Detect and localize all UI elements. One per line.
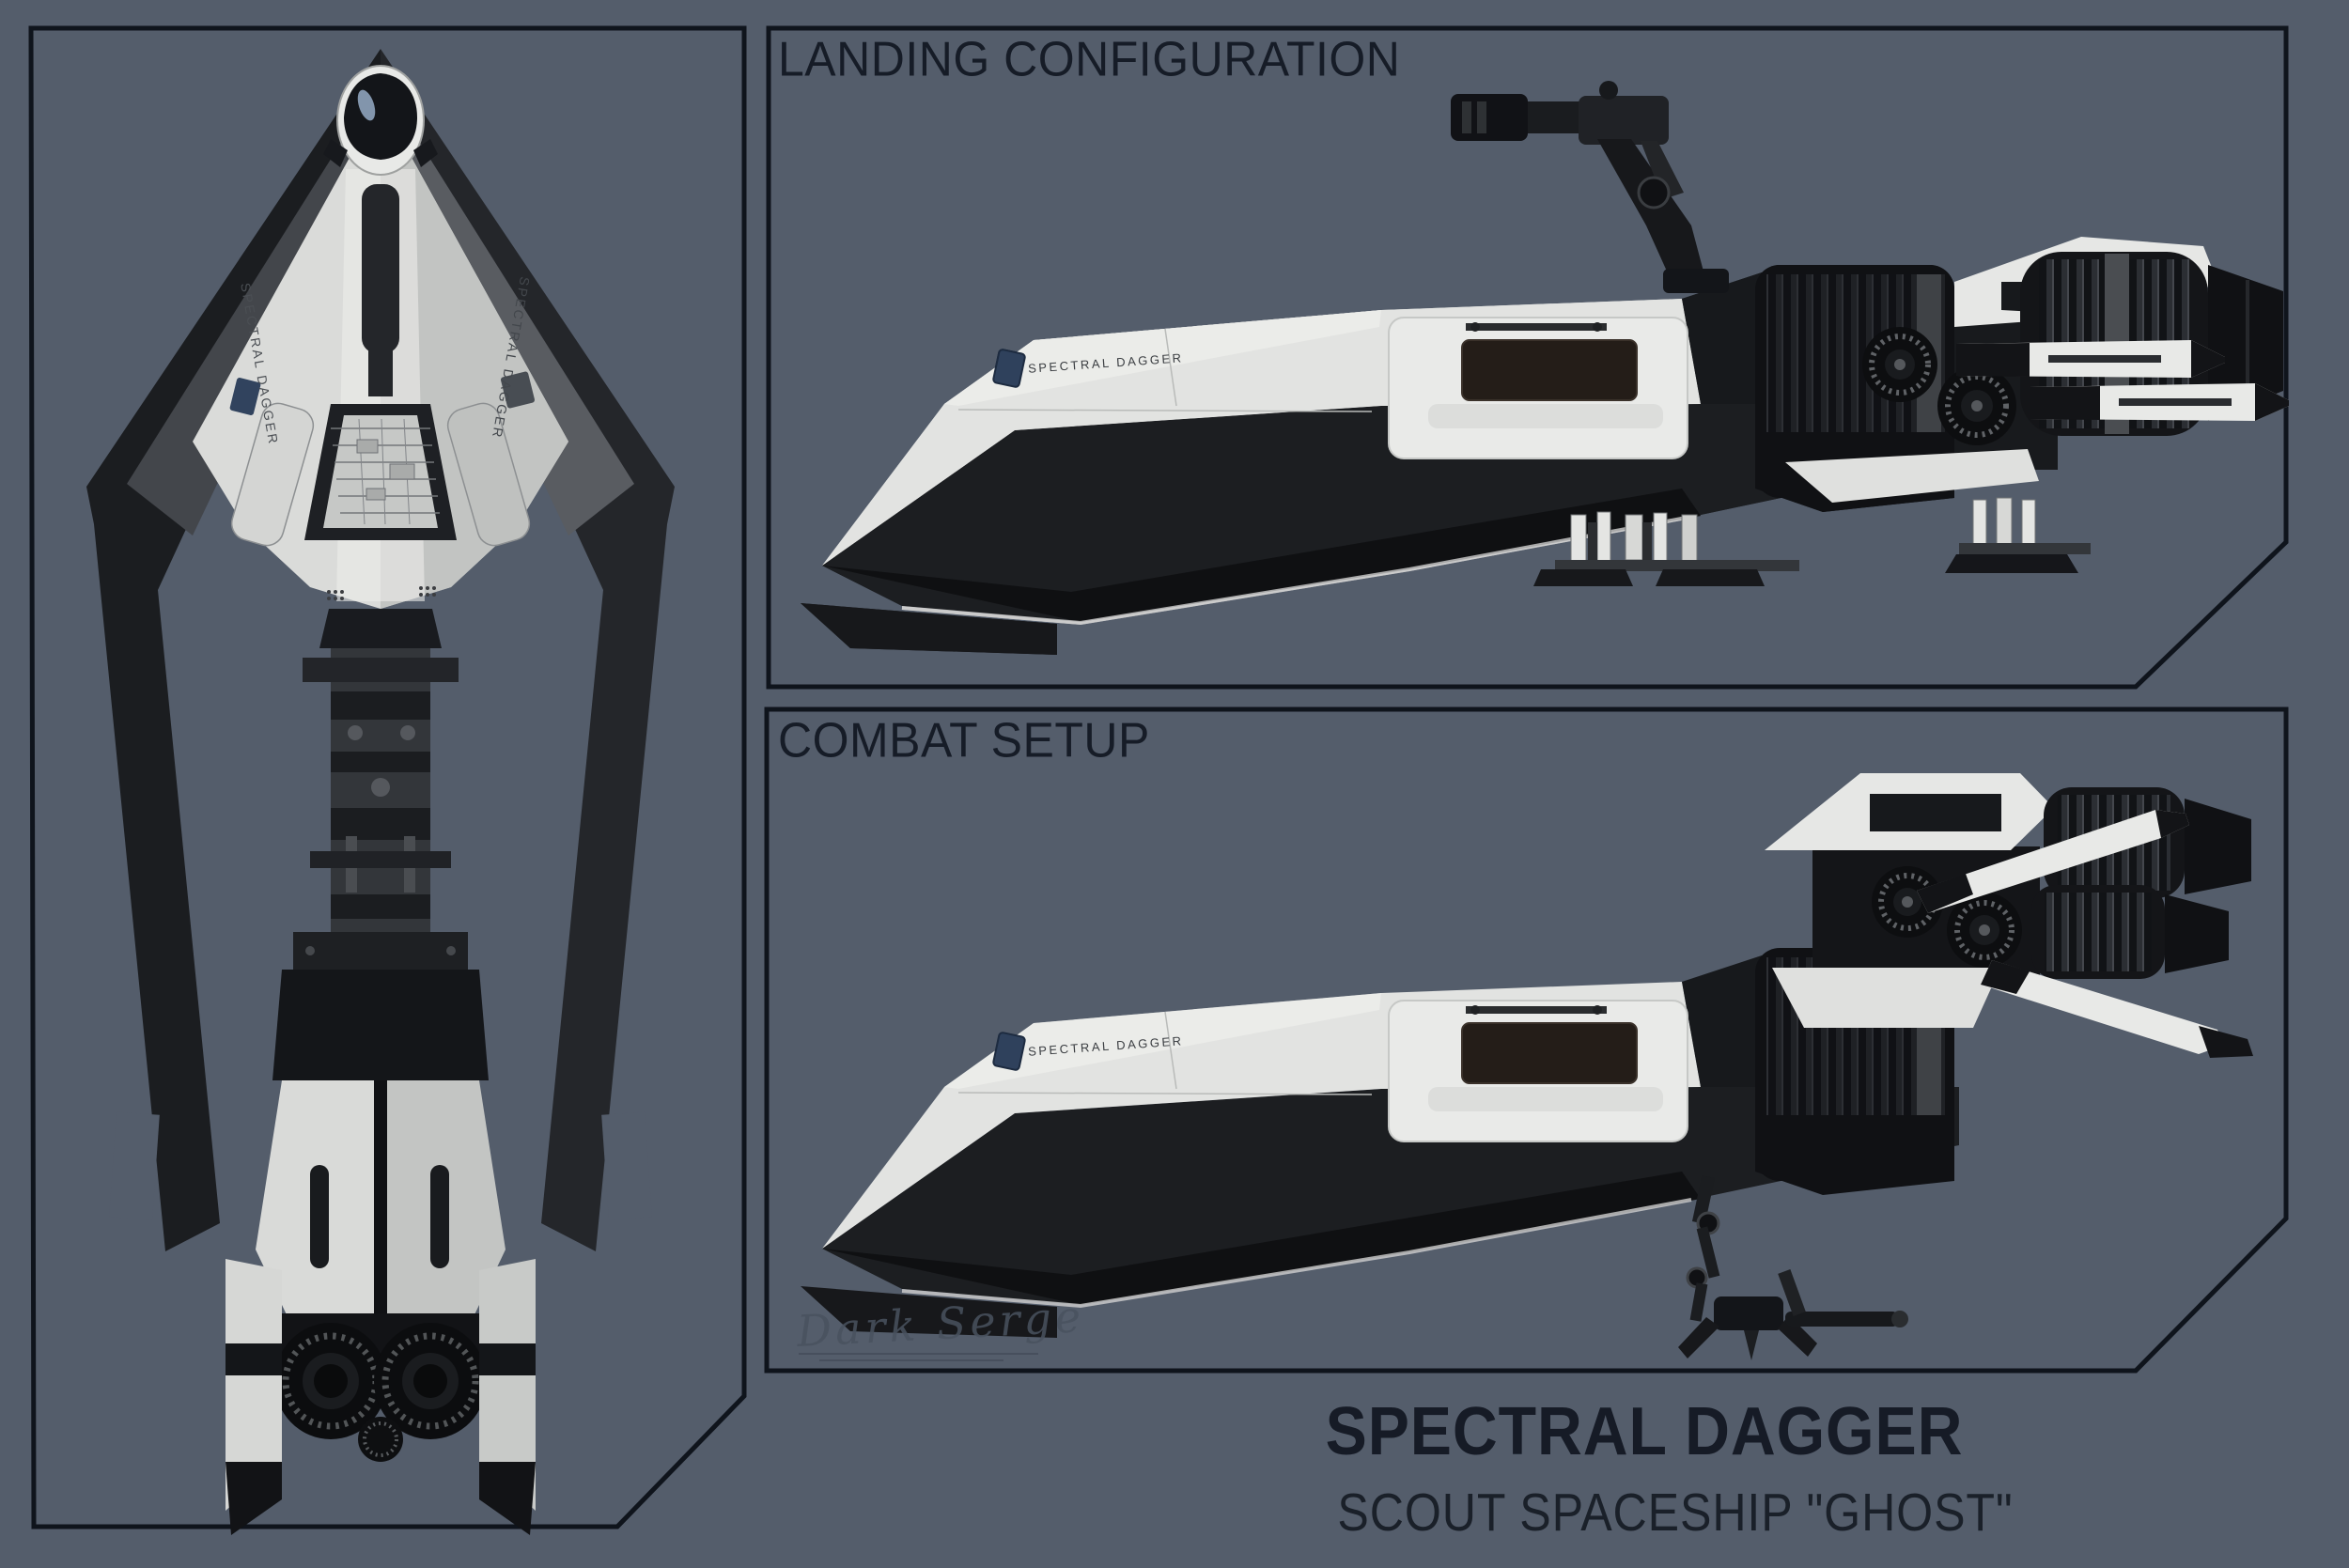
cockpit-dome bbox=[323, 65, 438, 176]
sheet-title: SPECTRAL DAGGER bbox=[1325, 1394, 1964, 1469]
scissored-fins bbox=[1917, 810, 2253, 1058]
top-view-ship bbox=[86, 49, 675, 1535]
front-landing-gear bbox=[1533, 511, 1799, 586]
combat-panel-frame bbox=[764, 706, 2289, 1374]
title-block: SPECTRAL DAGGER SCOUT SPACESHIP "GHOST" bbox=[1301, 1394, 2014, 1543]
circuitry-bay bbox=[304, 404, 457, 540]
landing-panel-title: LANDING CONFIGURATION bbox=[778, 31, 1401, 87]
signature-underline bbox=[819, 1359, 1003, 1361]
dot-matrix-marking bbox=[327, 586, 436, 600]
rear-fins bbox=[1956, 340, 2289, 421]
panel-frames bbox=[28, 25, 2289, 1529]
sheet-subtitle: SCOUT SPACESHIP "GHOST" bbox=[1337, 1483, 2014, 1543]
engine-nozzles bbox=[274, 1323, 487, 1462]
combat-ship bbox=[799, 773, 2253, 1360]
rear-landing-gear bbox=[1945, 497, 2091, 573]
landing-panel-frame bbox=[766, 25, 2289, 690]
top-gun-turret bbox=[1451, 81, 1729, 293]
signature-underline bbox=[799, 1353, 1038, 1355]
landing-ship bbox=[799, 81, 2289, 657]
turbine-fans bbox=[1862, 327, 2016, 445]
combat-panel-title: COMBAT SETUP bbox=[778, 712, 1150, 768]
waist-machinery bbox=[272, 609, 489, 1080]
blue-window bbox=[229, 378, 261, 415]
claw-arm bbox=[1678, 1175, 1908, 1360]
engine-section bbox=[226, 1080, 536, 1535]
top-view-panel-frame bbox=[28, 25, 747, 1529]
